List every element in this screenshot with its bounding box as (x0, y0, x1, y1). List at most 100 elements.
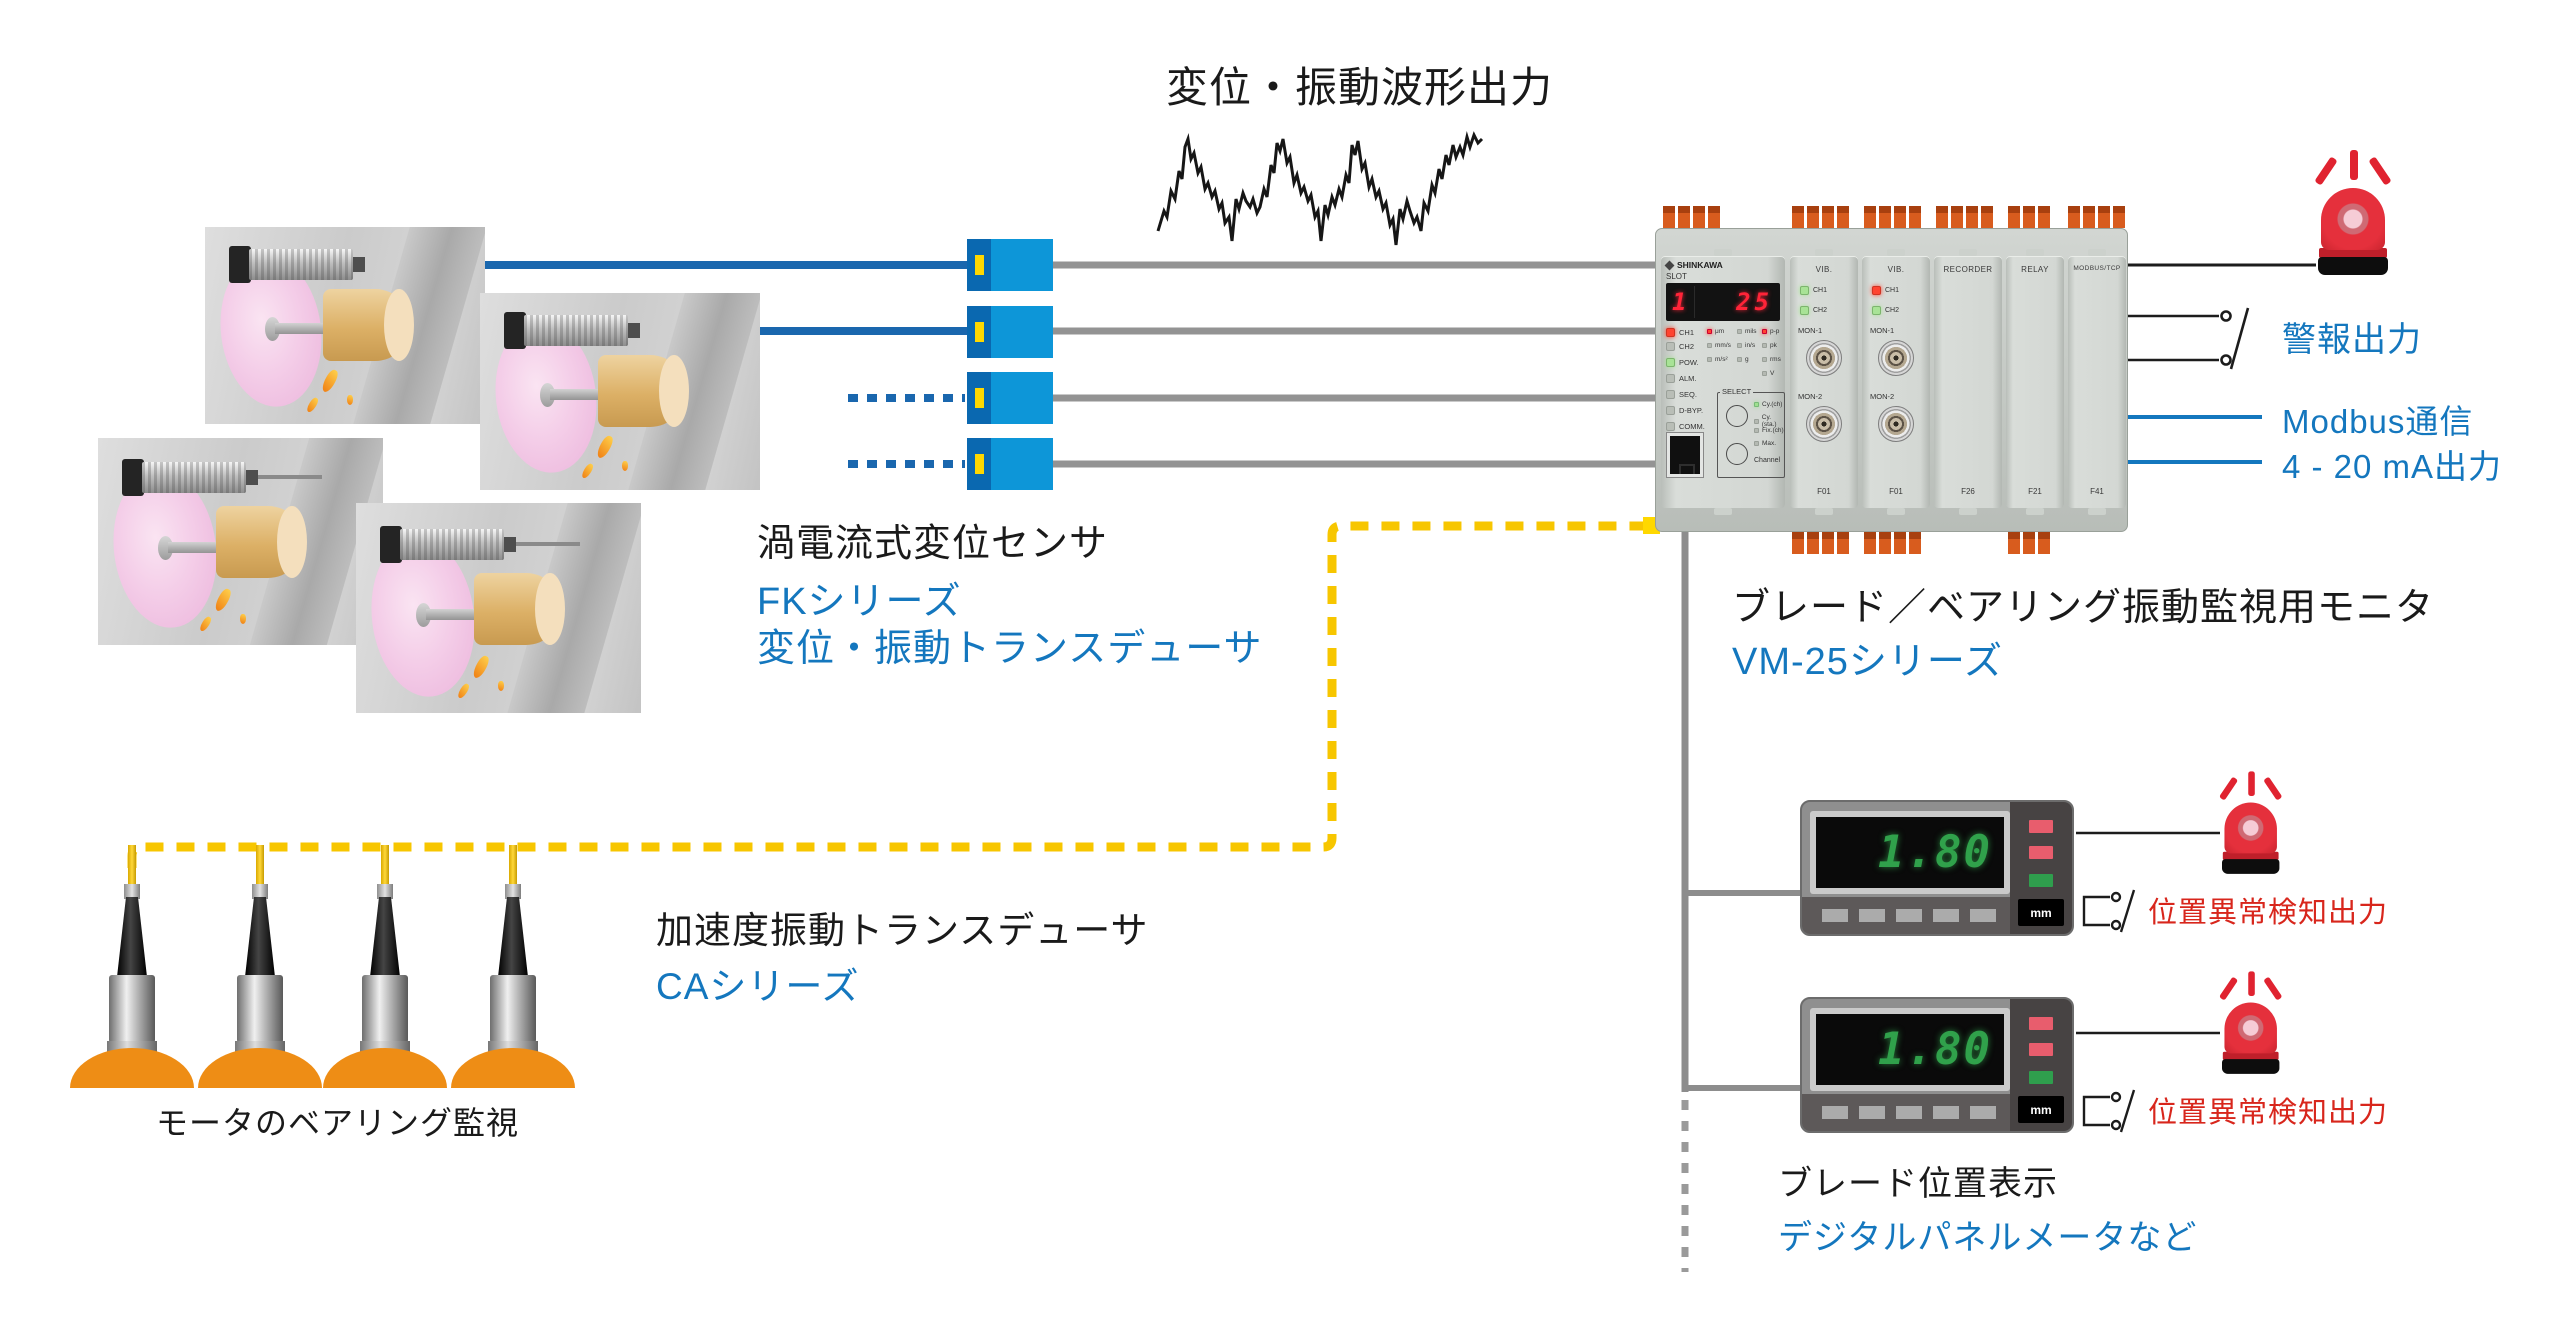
relay-contact-icon (2082, 1089, 2136, 1133)
accelerometer-illustration (232, 845, 288, 1053)
spark-icon (594, 434, 616, 460)
relay-contact-icon (2082, 889, 2136, 933)
seven-segment-display: 1 25 (1666, 283, 1780, 321)
transducer-converter-box (967, 239, 1053, 291)
ca-sensor-name: 加速度振動トランスデューサ (656, 910, 1149, 951)
module-controller: SHINKAWA SLOT 1 25 CH1 CH2 POW. ALM. SEQ… (1661, 249, 1785, 515)
select-button (1726, 405, 1748, 427)
channel-button (1726, 443, 1748, 465)
meter-buttons (1802, 897, 2012, 934)
alarm-led (2029, 1017, 2053, 1030)
sensor-panel (356, 503, 641, 713)
channel-led (1800, 286, 1809, 295)
eddy-current-probe (229, 246, 429, 283)
bearing-cylinder (216, 506, 307, 578)
channel-led (1872, 306, 1881, 315)
status-led (1666, 342, 1675, 351)
fk-series-label: FKシリーズ (757, 581, 962, 623)
analog-output-label: 4 - 20 mA出力 (2282, 448, 2503, 485)
terminal-block (2008, 532, 2050, 554)
eddy-current-probe (122, 459, 322, 496)
bearing-cylinder (323, 289, 414, 361)
vm-series-label: VM-25シリーズ (1732, 641, 2004, 683)
yellow-signal-cable (127, 521, 1652, 868)
ok-led (2029, 874, 2053, 887)
blade-position-caption: ブレード位置表示 (1778, 1165, 2058, 1203)
panel-meter-caption: デジタルパネルメータなど (1778, 1219, 2198, 1257)
status-led (1666, 358, 1675, 367)
meter-button (1822, 909, 1848, 922)
terminal-block (1663, 206, 1720, 228)
alarm-beacon-icon (2314, 150, 2392, 276)
fk-sensor-name: 渦電流式変位センサ (757, 523, 1109, 565)
select-label: SELECT (1720, 387, 1754, 396)
position-alarm-label-1: 位置異常検知出力 (2148, 897, 2389, 929)
spark-icon (470, 654, 492, 680)
alarm-output-label: 警報出力 (2282, 321, 2422, 359)
terminal-block (1792, 206, 1849, 228)
vm25-monitor: SHINKAWA SLOT 1 25 CH1 CH2 POW. ALM. SEQ… (1655, 206, 2128, 554)
waveform-title: 変位・振動波形出力 (1166, 64, 1554, 111)
meter-display: 1.80 (1816, 1014, 2004, 1085)
transducer-converter-box (967, 438, 1053, 490)
digital-panel-meter-2: 1.80 mm (1800, 997, 2074, 1133)
accelerometer-illustration (104, 845, 160, 1053)
status-led (1666, 328, 1675, 337)
bnc-connector-icon (1878, 340, 1914, 376)
status-led (1666, 406, 1675, 415)
alarm-led (2029, 846, 2053, 859)
bnc-connector-icon (1806, 406, 1842, 442)
modbus-output-label: Modbus通信 (2282, 403, 2474, 440)
sensor-panel (205, 227, 485, 424)
display-value: 25 (1736, 288, 1773, 316)
sensor-panel (480, 293, 760, 490)
module-vib-2: VIB. CH1 CH2 MON-1 MON-2 F01 (1862, 249, 1930, 515)
slot-label: SLOT (1666, 272, 1687, 281)
meter-display: 1.80 (1816, 817, 2004, 888)
channel-led (1800, 306, 1809, 315)
eddy-current-probe (380, 526, 580, 563)
channel-led (1872, 286, 1881, 295)
status-led (1666, 374, 1675, 383)
bearing-cylinder (598, 355, 689, 427)
transducer-converter-box (967, 306, 1053, 358)
bnc-connector-icon (1878, 406, 1914, 442)
fk-type-label: 変位・振動トランスデューサ (757, 628, 1263, 670)
alarm-led (2029, 820, 2053, 833)
alarm-beacon-icon (2218, 971, 2283, 1075)
module-relay: RELAY F21 (2006, 249, 2064, 515)
bnc-connector-icon (1806, 340, 1842, 376)
ok-led (2029, 1071, 2053, 1084)
motor-bearing-caption: モータのベアリング監視 (156, 1105, 520, 1141)
alarm-led (2029, 1043, 2053, 1056)
terminal-block (1792, 532, 1849, 554)
bearing-cylinder (474, 573, 565, 645)
terminal-block (1936, 206, 1993, 228)
spark-icon (319, 368, 341, 394)
status-led (1666, 390, 1675, 399)
terminal-block (1864, 532, 1921, 554)
slot-number: 1 (1672, 288, 1687, 316)
ethernet-port (1666, 432, 1704, 478)
shinkawa-logo-icon (1664, 260, 1675, 270)
select-panel: SELECT Cy.(ch) Cy.(sta.) Fix.(ch) Max. C… (1717, 387, 1785, 478)
ca-series-label: CAシリーズ (656, 966, 860, 1007)
brand-label: SHINKAWA (1677, 260, 1723, 270)
transducer-converter-box (967, 372, 1053, 424)
terminal-block (2008, 206, 2050, 228)
accelerometer-illustration (485, 845, 541, 1053)
meter-button (1822, 1106, 1848, 1119)
position-alarm-label-2: 位置異常検知出力 (2148, 1097, 2389, 1129)
accelerometer-illustration (357, 845, 413, 1053)
relay-contact-icon (2126, 307, 2250, 370)
module-vib-1: VIB. CH1 CH2 MON-1 MON-2 F01 (1790, 249, 1858, 515)
digital-panel-meter-1: 1.80 mm (1800, 800, 2074, 936)
unit-badge: mm (2018, 899, 2064, 926)
sensor-panel (98, 438, 383, 645)
vibration-waveform-icon (1156, 131, 1484, 246)
module-modbus: MODBUS/TCP F41 (2068, 249, 2126, 515)
spark-icon (212, 587, 234, 613)
alarm-beacon-icon (2218, 771, 2283, 875)
